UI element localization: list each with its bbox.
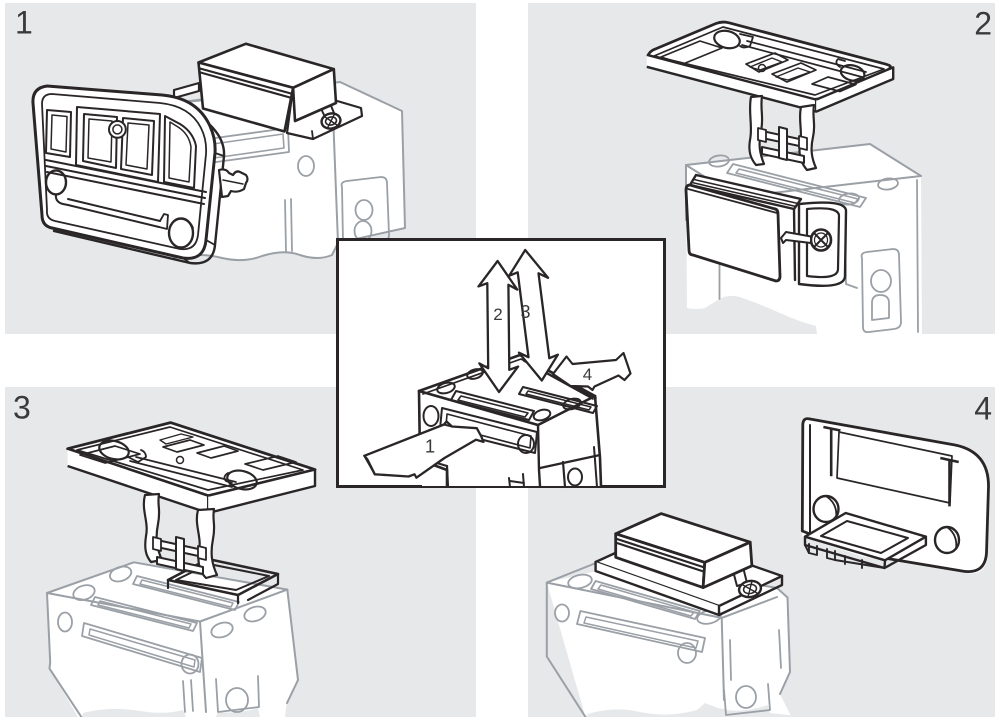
- svg-text:1: 1: [425, 436, 435, 457]
- svg-text:3: 3: [13, 390, 31, 426]
- svg-text:4: 4: [974, 391, 992, 427]
- svg-text:2: 2: [974, 6, 992, 42]
- svg-text:2: 2: [493, 305, 502, 324]
- svg-text:1: 1: [15, 5, 33, 41]
- svg-text:4: 4: [583, 365, 592, 384]
- svg-text:3: 3: [520, 302, 530, 322]
